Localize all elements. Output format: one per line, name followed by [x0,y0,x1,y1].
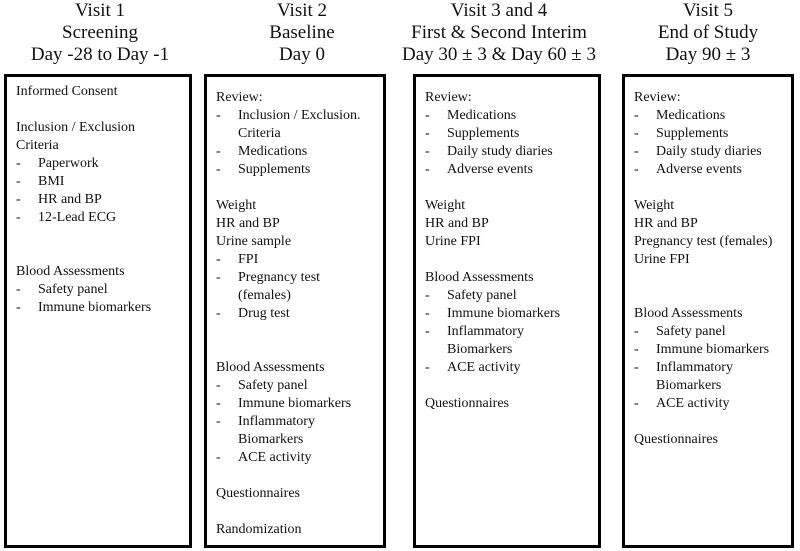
hr-bp-label: HR and BP [425,216,489,231]
list-item: ACE activity [425,359,590,377]
review-heading: Review: [216,90,263,105]
list-item: Immune biomarkers [634,341,783,359]
list-item: Adverse events [634,161,783,179]
questionnaires-label: Questionnaires [425,396,509,411]
list-item-continuation: Biomarkers [656,378,722,393]
visit-day: Day -28 to Day -1 [30,44,170,65]
list-item: Medications [634,107,783,125]
visit-phase: First & Second Interim [411,22,587,43]
blood-assessments-heading: Blood Assessments [634,306,743,321]
visit-2-box: Review: Inclusion / Exclusion. Criteria … [204,74,386,548]
blood-assessments-heading: Blood Assessments [16,264,125,279]
list-item: BMI [16,173,181,191]
list-item: Inclusion / Exclusion. [216,107,375,125]
list-item: FPI [216,251,375,269]
informed-consent: Informed Consent [16,84,118,99]
criteria-heading: Criteria [16,138,59,153]
list-item: Immune biomarkers [425,305,590,323]
visit-phase: End of Study [657,22,759,43]
weight-label: Weight [634,198,675,213]
list-item-continuation: Criteria [238,126,281,141]
list-item: Safety panel [216,377,375,395]
urine-fpi-label: Urine FPI [425,234,481,249]
visit-day: Day 90 ± 3 [665,44,751,65]
list-item: Safety panel [16,281,181,299]
visit-5-box: Review: Medications Supplements Daily st… [622,74,794,548]
randomization-label: Randomization [216,522,302,537]
visit-title: Visit 1 [74,0,126,21]
list-item: 12-Lead ECG [16,209,181,227]
questionnaires-label: Questionnaires [634,432,718,447]
review-heading: Review: [634,90,681,105]
list-item: Daily study diaries [425,143,590,161]
visit-5-header: Visit 5 End of Study Day 90 ± 3 [616,0,800,66]
blood-assessments-heading: Blood Assessments [425,270,534,285]
list-item: HR and BP [16,191,181,209]
review-heading: Review: [425,90,472,105]
visit-3-4-box: Review: Medications Supplements Daily st… [413,74,601,548]
list-item: Immune biomarkers [16,299,181,317]
urine-fpi-label: Urine FPI [634,252,690,267]
list-item: Drug test [216,305,375,323]
visit-day: Day 30 ± 3 & Day 60 ± 3 [402,44,596,65]
list-item: Inflammatory [216,413,375,431]
urine-sample-label: Urine sample [216,234,292,249]
weight-label: Weight [216,198,257,213]
visit-phase: Screening [62,22,138,43]
list-item: Immune biomarkers [216,395,375,413]
list-item-continuation: Biomarkers [238,432,304,447]
questionnaires-label: Questionnaires [216,486,300,501]
hr-bp-label: HR and BP [634,216,698,231]
list-item: Supplements [634,125,783,143]
list-item: Medications [425,107,590,125]
list-item: Inflammatory [634,359,783,377]
visit-phase: Baseline [269,22,335,43]
visit-3-4-header: Visit 3 and 4 First & Second Interim Day… [388,0,610,66]
list-item: Safety panel [634,323,783,341]
visit-1-header: Visit 1 Screening Day -28 to Day -1 [0,0,200,66]
pregnancy-test-label: Pregnancy test (females) [634,234,773,249]
visit-day: Day 0 [279,44,325,65]
list-item-continuation: Biomarkers [447,342,513,357]
list-item: ACE activity [216,449,375,467]
list-item: Inflammatory [425,323,590,341]
visit-title: Visit 5 [682,0,734,21]
list-item: Supplements [216,161,375,179]
list-item: Medications [216,143,375,161]
visit-title: Visit 3 and 4 [450,0,548,21]
list-item: Paperwork [16,155,181,173]
hr-bp-label: HR and BP [216,216,280,231]
visit-title: Visit 2 [276,0,328,21]
list-item: Daily study diaries [634,143,783,161]
list-item-continuation: (females) [238,288,291,303]
blood-assessments-heading: Blood Assessments [216,360,325,375]
list-item: Supplements [425,125,590,143]
list-item: Pregnancy test [216,269,375,287]
list-item: ACE activity [634,395,783,413]
inclusion-exclusion-heading: Inclusion / Exclusion [16,120,135,135]
visit-1-box: Informed Consent Inclusion / Exclusion C… [4,74,192,548]
visit-2-header: Visit 2 Baseline Day 0 [204,0,400,66]
list-item: Safety panel [425,287,590,305]
weight-label: Weight [425,198,466,213]
list-item: Adverse events [425,161,590,179]
